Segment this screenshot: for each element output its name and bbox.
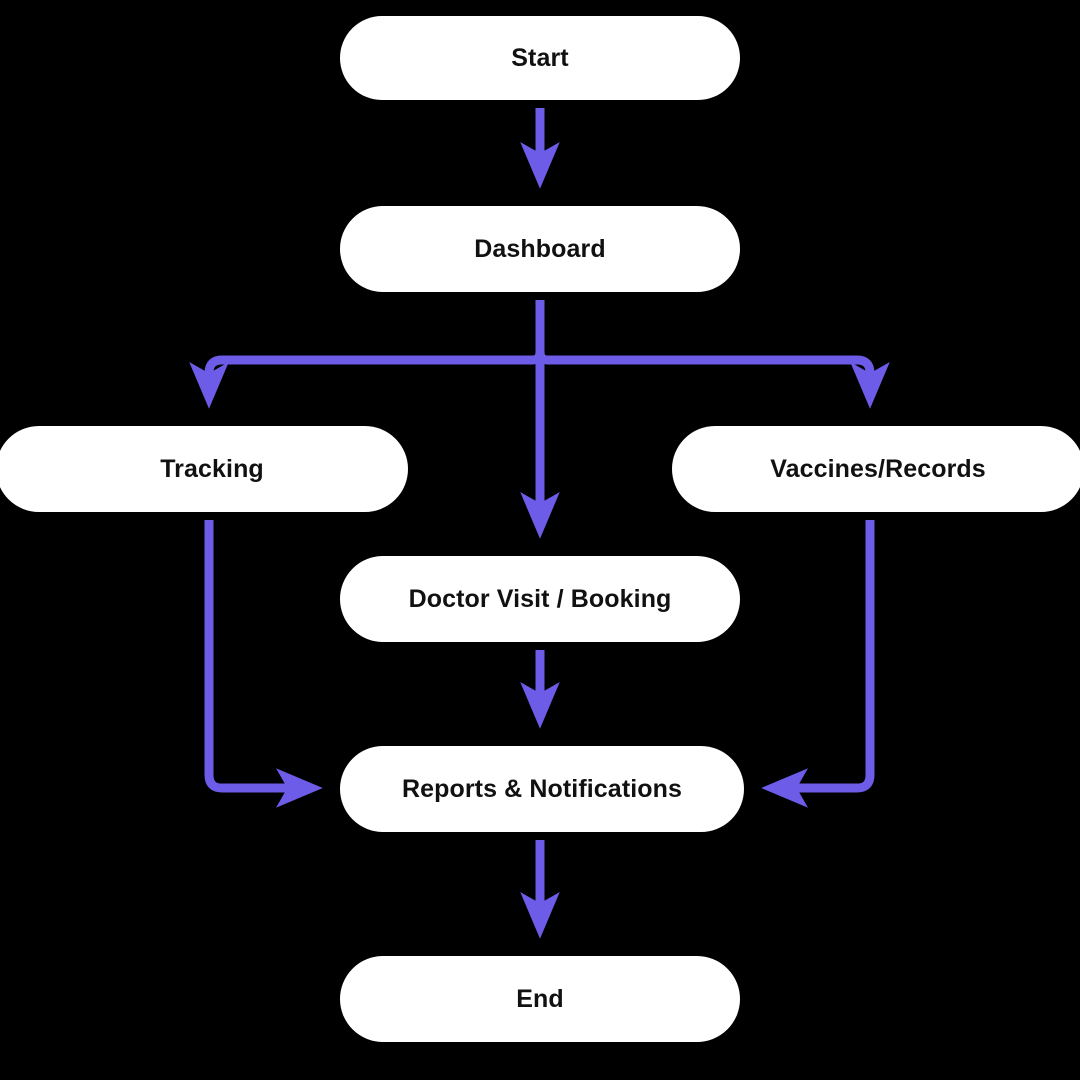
node-dashboard-label: Dashboard — [474, 234, 606, 263]
edge-dashboard-to-vaccines — [535, 300, 890, 409]
node-doctor-visit-booking-label: Doctor Visit / Booking — [408, 584, 672, 613]
node-start[interactable]: Start — [332, 8, 748, 108]
node-end-label: End — [516, 984, 564, 1013]
node-start-label: Start — [511, 43, 569, 72]
edge-vaccines-to-reports — [761, 520, 875, 808]
edge-dashboard-to-tracking — [189, 300, 545, 409]
node-vaccines-records-label: Vaccines/Records — [770, 454, 986, 483]
node-tracking[interactable]: Tracking — [0, 418, 416, 520]
node-reports-notifications-label: Reports & Notifications — [401, 774, 683, 803]
edge-tracking-to-reports — [204, 520, 323, 808]
node-end[interactable]: End — [332, 948, 748, 1050]
node-dashboard[interactable]: Dashboard — [332, 198, 748, 300]
node-vaccines-records[interactable]: Vaccines/Records — [664, 418, 1080, 520]
node-reports-notifications[interactable]: Reports & Notifications — [332, 738, 752, 840]
node-tracking-label: Tracking — [160, 454, 264, 483]
node-doctor-visit-booking[interactable]: Doctor Visit / Booking — [332, 548, 748, 650]
